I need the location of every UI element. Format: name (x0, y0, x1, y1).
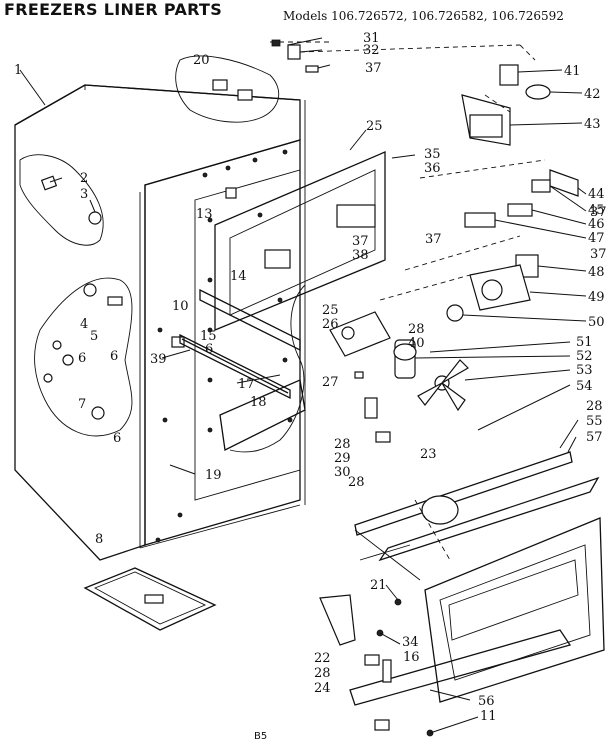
callout-29: 29 (334, 451, 351, 466)
liner-screw-holes (155, 149, 293, 543)
callout-56: 56 (478, 694, 495, 709)
callout-22: 22 (314, 651, 331, 666)
control-parts-right (379, 64, 579, 322)
callout-leaders (19, 37, 587, 734)
callout-13: 13 (196, 207, 213, 222)
callout-30: 30 (334, 465, 351, 480)
drain-pan (83, 567, 217, 631)
callout-28: 28 (408, 322, 425, 337)
callout-50: 50 (588, 315, 605, 330)
lower-small-parts (319, 594, 434, 737)
callout-11: 11 (480, 709, 497, 724)
callout-39: 39 (150, 352, 167, 367)
callout-34: 34 (402, 635, 419, 650)
front-grille-assembly (349, 451, 605, 706)
callout-10: 10 (172, 299, 189, 314)
callout-25: 25 (322, 303, 339, 318)
callout-6: 6 (110, 349, 118, 364)
callout-49: 49 (588, 290, 605, 305)
callout-43: 43 (584, 117, 601, 132)
callout-36: 36 (424, 161, 441, 176)
page-title: FREEZERS LINER PARTS (4, 0, 223, 19)
callout-25: 25 (366, 119, 383, 134)
callout-51: 51 (576, 335, 593, 350)
callout-labels: 1 2 3 4 5 6 6 6 7 8 10 11 13 14 15 16 17… (14, 31, 607, 724)
callout-52: 52 (576, 349, 593, 364)
callout-35: 35 (424, 147, 441, 162)
evaporator-cover-panels (179, 151, 386, 453)
callout-24: 24 (314, 681, 331, 696)
callout-21: 21 (370, 578, 387, 593)
callout-19: 19 (205, 468, 222, 483)
callout-28: 28 (334, 437, 351, 452)
callout-17: 17 (238, 377, 255, 392)
callout-5: 5 (90, 329, 98, 344)
callout-45: 45 (588, 203, 605, 218)
callout-53: 53 (576, 363, 593, 378)
callout-16: 16 (403, 650, 420, 665)
callout-6: 6 (78, 351, 86, 366)
callout-28: 28 (314, 666, 331, 681)
callout-3: 3 (80, 187, 88, 202)
callout-7: 7 (78, 397, 86, 412)
model-numbers: Models 106.726572, 106.726582, 106.72659… (283, 9, 564, 23)
callout-37: 37 (352, 234, 369, 249)
hinge-parts-top (270, 39, 536, 73)
callout-1: 1 (14, 63, 22, 78)
callout-6: 6 (113, 431, 121, 446)
callout-48: 48 (588, 265, 605, 280)
callout-26: 26 (322, 317, 339, 332)
callout-37: 37 (590, 247, 607, 262)
callout-14: 14 (230, 269, 247, 284)
callout-6: 6 (205, 342, 213, 357)
callout-38: 38 (352, 248, 369, 263)
callout-23: 23 (420, 447, 437, 462)
callout-46: 46 (588, 217, 605, 232)
callout-20: 20 (193, 53, 210, 68)
callout-47: 47 (588, 231, 605, 246)
callout-44: 44 (588, 187, 605, 202)
cabinet-small-parts (40, 79, 253, 420)
callout-37: 37 (425, 232, 442, 247)
fan-motor-assembly (329, 311, 469, 443)
callout-57: 57 (586, 430, 603, 445)
callout-42: 42 (584, 87, 601, 102)
callout-31: 31 (363, 31, 380, 46)
callout-28: 28 (586, 399, 603, 414)
callout-8: 8 (95, 532, 103, 547)
callout-41: 41 (564, 64, 581, 79)
callout-27: 27 (322, 375, 339, 390)
callout-54: 54 (576, 379, 593, 394)
callout-28: 28 (348, 475, 365, 490)
callout-40: 40 (408, 336, 425, 351)
callout-2: 2 (80, 171, 88, 186)
callout-18: 18 (250, 395, 267, 410)
callout-32: 32 (363, 43, 380, 58)
callout-37: 37 (365, 61, 382, 76)
callout-15: 15 (200, 329, 217, 344)
callout-55: 55 (586, 414, 603, 429)
callout-37: 37 (590, 205, 607, 220)
page-code: B5 (254, 731, 268, 742)
freezer-liner-cabinet (14, 55, 306, 561)
callout-4: 4 (80, 317, 88, 332)
